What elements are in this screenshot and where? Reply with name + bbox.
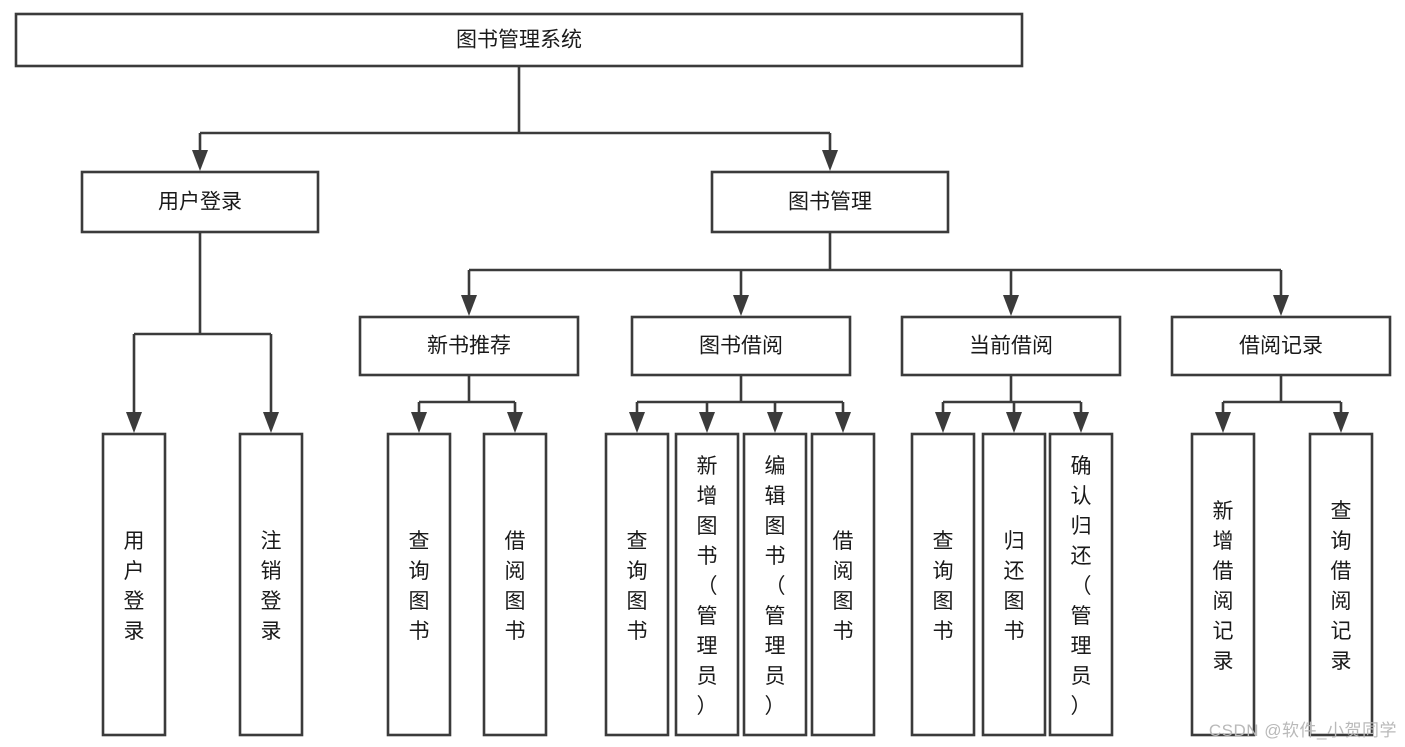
node-box-root[interactable]	[14, 12, 1024, 68]
node-query-record[interactable]: 查询借阅记录	[1308, 432, 1374, 737]
arrow-head-icon	[629, 412, 645, 433]
node-user-login[interactable]: 用户登录	[80, 170, 320, 234]
node-return-book[interactable]: 归还图书	[981, 432, 1047, 737]
node-confirm-return[interactable]: 确认归还（管理员）	[1048, 432, 1114, 737]
node-label-q-book-3: 查询图书	[933, 530, 954, 643]
node-label-current-borrow: 当前借阅	[969, 335, 1053, 358]
node-new-book-rec[interactable]: 新书推荐	[358, 315, 580, 377]
connector-group-book-borrow	[629, 375, 851, 433]
node-box-logout-user[interactable]	[238, 432, 304, 737]
node-box-add-book[interactable]	[674, 432, 740, 737]
node-box-edit-book[interactable]	[742, 432, 808, 737]
node-box-b-book-2[interactable]	[810, 432, 876, 737]
node-root[interactable]: 图书管理系统	[14, 12, 1024, 68]
arrow-head-icon	[126, 412, 142, 433]
arrow-head-icon	[1215, 412, 1231, 433]
arrow-head-icon	[263, 412, 279, 433]
node-label-book-manage: 图书管理	[788, 191, 872, 214]
node-login-user[interactable]: 用户登录	[101, 432, 167, 737]
arrow-head-icon	[935, 412, 951, 433]
connector-group-borrow-record	[1215, 375, 1349, 433]
node-box-query-record[interactable]	[1308, 432, 1374, 737]
node-q-book-1[interactable]: 查询图书	[386, 432, 452, 737]
node-label-q-book-1: 查询图书	[409, 530, 430, 643]
connector-layer	[126, 66, 1349, 433]
arrow-head-icon	[767, 412, 783, 433]
node-logout-user[interactable]: 注销登录	[238, 432, 304, 737]
node-box-q-book-2[interactable]	[604, 432, 670, 737]
arrow-head-icon	[461, 295, 477, 316]
node-box-q-book-1[interactable]	[386, 432, 452, 737]
node-edit-book[interactable]: 编辑图书（管理员）	[742, 432, 808, 737]
node-box-current-borrow[interactable]	[900, 315, 1122, 377]
node-b-book-1[interactable]: 借阅图书	[482, 432, 548, 737]
node-label-query-record: 查询借阅记录	[1331, 500, 1352, 673]
node-book-manage[interactable]: 图书管理	[710, 170, 950, 234]
arrow-head-icon	[699, 412, 715, 433]
connector-group-root	[192, 66, 838, 171]
arrow-head-icon	[835, 412, 851, 433]
arrow-head-icon	[1003, 295, 1019, 316]
node-box-q-book-3[interactable]	[910, 432, 976, 737]
node-box-b-book-1[interactable]	[482, 432, 548, 737]
node-box-user-login[interactable]	[80, 170, 320, 234]
node-box-new-book-rec[interactable]	[358, 315, 580, 377]
node-label-confirm-return: 确认归还（管理员）	[1071, 455, 1092, 718]
arrow-head-icon	[1073, 412, 1089, 433]
connector-group-new-book-rec	[411, 375, 523, 433]
node-box-book-manage[interactable]	[710, 170, 950, 234]
arrow-head-icon	[733, 295, 749, 316]
node-label-return-book: 归还图书	[1004, 530, 1025, 643]
node-current-borrow[interactable]: 当前借阅	[900, 315, 1122, 377]
node-label-b-book-2: 借阅图书	[833, 530, 854, 643]
node-label-b-book-1: 借阅图书	[505, 530, 526, 643]
arrow-head-icon	[1006, 412, 1022, 433]
node-label-login-user: 用户登录	[124, 530, 145, 643]
node-add-book[interactable]: 新增图书（管理员）	[674, 432, 740, 737]
node-box-add-record[interactable]	[1190, 432, 1256, 737]
node-q-book-2[interactable]: 查询图书	[604, 432, 670, 737]
arrow-head-icon	[1333, 412, 1349, 433]
node-b-book-2[interactable]: 借阅图书	[810, 432, 876, 737]
arrow-head-icon	[192, 150, 208, 171]
node-label-add-book: 新增图书（管理员）	[697, 455, 718, 718]
node-box-login-user[interactable]	[101, 432, 167, 737]
node-box-borrow-record[interactable]	[1170, 315, 1392, 377]
node-label-logout-user: 注销登录	[261, 530, 282, 643]
node-borrow-record[interactable]: 借阅记录	[1170, 315, 1392, 377]
arrow-head-icon	[507, 412, 523, 433]
node-box-book-borrow[interactable]	[630, 315, 852, 377]
node-box-return-book[interactable]	[981, 432, 1047, 737]
node-box-confirm-return[interactable]	[1048, 432, 1114, 737]
node-q-book-3[interactable]: 查询图书	[910, 432, 976, 737]
arrow-head-icon	[1273, 295, 1289, 316]
node-label-root: 图书管理系统	[456, 29, 582, 52]
node-label-edit-book: 编辑图书（管理员）	[765, 455, 786, 718]
node-label-borrow-record: 借阅记录	[1239, 335, 1323, 358]
arrow-head-icon	[411, 412, 427, 433]
node-label-q-book-2: 查询图书	[627, 530, 648, 643]
node-layer: 图书管理系统用户登录图书管理新书推荐图书借阅当前借阅借阅记录用户登录注销登录查询…	[14, 12, 1392, 737]
node-label-book-borrow: 图书借阅	[699, 335, 783, 358]
node-label-add-record: 新增借阅记录	[1213, 500, 1234, 673]
connector-group-current-borrow	[935, 375, 1089, 433]
arrow-head-icon	[822, 150, 838, 171]
node-label-user-login: 用户登录	[158, 191, 242, 214]
connector-group-user-login	[126, 232, 279, 433]
connector-group-book-manage	[461, 232, 1289, 316]
node-book-borrow[interactable]: 图书借阅	[630, 315, 852, 377]
node-label-new-book-rec: 新书推荐	[427, 335, 511, 358]
node-add-record[interactable]: 新增借阅记录	[1190, 432, 1256, 737]
